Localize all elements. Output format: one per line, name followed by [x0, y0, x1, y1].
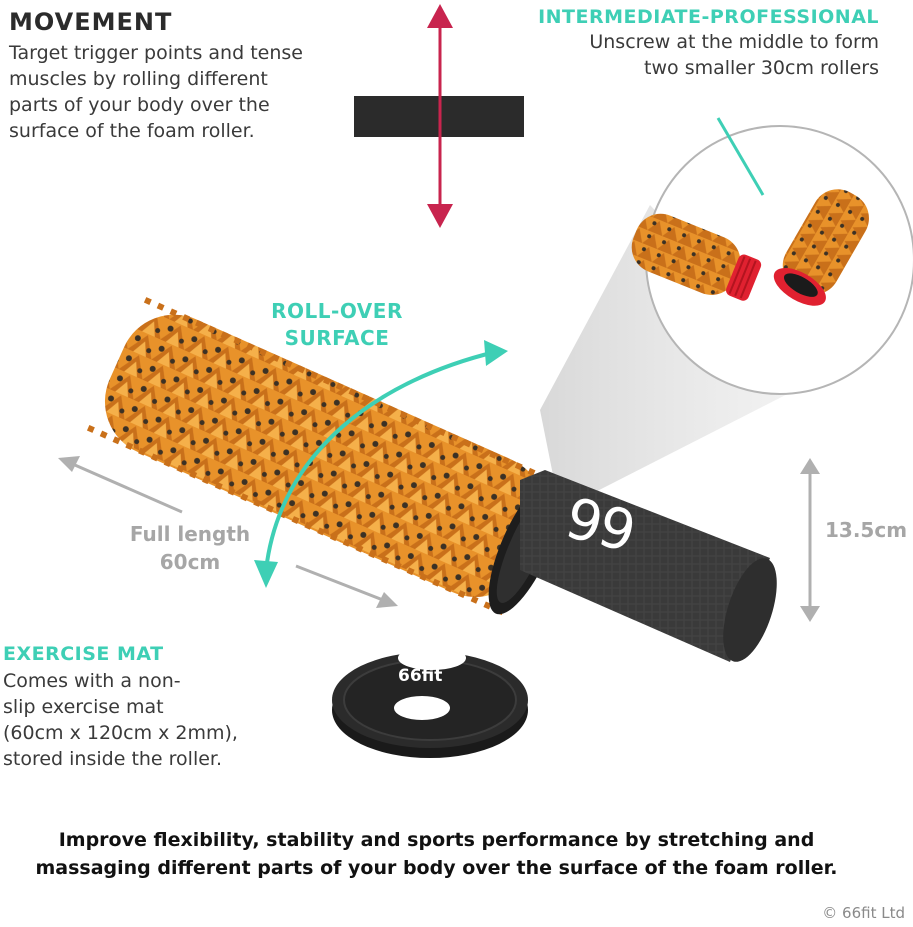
- half-roller-left: [631, 213, 762, 301]
- length-arrow-right-icon: [295, 564, 389, 604]
- exercise-mat-line: (60cm x 120cm x 2mm),: [3, 722, 238, 744]
- movement-line: surface of the foam roller.: [9, 120, 255, 142]
- cap-logo: 66fit: [398, 666, 443, 686]
- intermediate-line: two smaller 30cm rollers: [644, 57, 879, 79]
- tagline-line: Improve flexibility, stability and sport…: [58, 829, 815, 851]
- movement-heading: MOVEMENT: [9, 8, 173, 36]
- tagline: Improve flexibility, stability and sport…: [0, 826, 873, 882]
- intermediate-heading: INTERMEDIATE-PROFESSIONAL: [538, 6, 879, 28]
- movement-section: MOVEMENT Target trigger points and tense…: [9, 8, 303, 144]
- exercise-mat-heading: EXERCISE MAT: [3, 643, 164, 665]
- movement-line: Target trigger points and tense: [9, 42, 303, 64]
- length-arrow-left-icon: [67, 460, 183, 514]
- rollover-label: ROLL-OVER SURFACE: [262, 298, 412, 352]
- exercise-mat-line: stored inside the roller.: [3, 748, 223, 770]
- exercise-mat-description: Comes with a non- slip exercise mat (60c…: [3, 668, 238, 772]
- full-length-label: Full length 60cm: [120, 520, 260, 576]
- copyright: © 66fit Ltd: [822, 904, 905, 922]
- movement-description: Target trigger points and tense muscles …: [9, 40, 303, 144]
- zoom-beam: [540, 205, 815, 510]
- exercise-mat-section: EXERCISE MAT Comes with a non- slip exer…: [3, 643, 238, 772]
- exercise-mat-line: slip exercise mat: [3, 696, 164, 718]
- movement-line: parts of your body over the: [9, 94, 270, 116]
- rollover-line: SURFACE: [284, 326, 390, 350]
- intermediate-description: Unscrew at the middle to form two smalle…: [538, 29, 879, 81]
- movement-arrow-icon: [427, 4, 453, 228]
- half-roller-right: [773, 189, 869, 306]
- rollover-arrow-icon: [264, 350, 496, 571]
- full-length-line: Full length: [129, 522, 251, 546]
- end-cap: [332, 646, 528, 758]
- tagline-line: massaging different parts of your body o…: [35, 857, 838, 879]
- movement-line: muscles by rolling different: [9, 68, 268, 90]
- rollover-line: ROLL-OVER: [271, 299, 403, 323]
- zoom-pointer-line: [716, 117, 765, 196]
- intermediate-line: Unscrew at the middle to form: [589, 31, 879, 53]
- intermediate-section: INTERMEDIATE-PROFESSIONAL Unscrew at the…: [538, 6, 879, 81]
- diameter-label: 13.5cm: [825, 518, 908, 542]
- exercise-mat-roll: [520, 470, 777, 662]
- exercise-mat-line: Comes with a non-: [3, 670, 181, 692]
- full-length-line: 60cm: [159, 550, 221, 574]
